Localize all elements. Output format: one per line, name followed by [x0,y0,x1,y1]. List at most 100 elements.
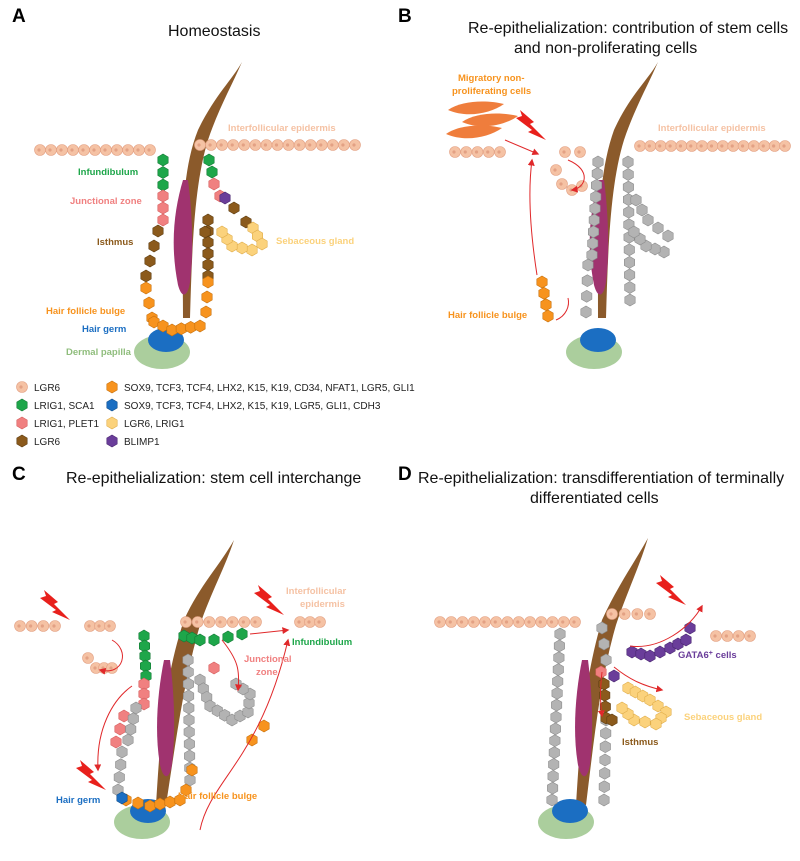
orange-cell [246,733,258,747]
grey-cell [546,793,558,807]
green-cell [157,178,169,192]
pink-cell [110,735,122,749]
cell-nucleus [48,148,52,152]
brown-cell [199,225,211,239]
grey-cell [623,256,636,269]
hair-shaft [597,62,658,318]
panel-title-line-2: and non-proliferating cells [514,40,697,57]
yellow-cell [616,701,628,715]
panel-title: Homeostasis [168,23,260,40]
grey-cell [590,178,603,192]
cell-nucleus [230,620,234,624]
cell-nucleus [92,148,96,152]
orange-cell [180,783,192,797]
cell-nucleus [263,143,268,147]
grey-cell [122,733,134,747]
cell-nucleus [559,182,563,186]
wound-lightning-icon [516,110,546,140]
grey-cell [183,713,195,727]
green-cell [16,398,28,412]
cell-nucleus [761,144,765,148]
panel-c: C Re-epithelialization: stem cell interc… [12,464,361,839]
label-infundibulum: Infundibulum [78,167,138,178]
grey-cell [125,722,137,736]
wound-lightning-icon [254,585,284,615]
grey-cell [552,663,564,676]
grey-cell [554,627,566,641]
sebum-duct [173,180,193,295]
cell-nucleus [109,666,113,670]
cell-nucleus [678,144,683,148]
cell-nucleus [29,624,33,628]
grey-cell [623,205,635,219]
legend-item: LGR6 [16,381,61,394]
cell-nucleus [107,624,111,628]
cell-nucleus [538,620,542,624]
cell-nucleus [740,144,745,148]
legend-item: SOX9, TCF3, TCF4, LHX2, K15, K19, LGR5, … [106,398,381,412]
grey-cell [596,621,608,635]
panel-letter: B [398,6,412,27]
cell-nucleus [577,150,581,154]
purple-cell [654,645,666,659]
legend-item: LRIG1, PLET1 [16,416,99,430]
yellow-cell [639,715,651,729]
label-interfollicular-epidermis: Interfollicular epidermis [658,123,766,134]
legend-item: LGR6 [16,434,61,448]
cell-nucleus [87,624,91,628]
cell-nucleus [297,620,301,624]
grey-cell [588,213,600,227]
cell-nucleus [307,620,311,624]
brown-cell [144,254,156,268]
cell-nucleus [724,634,728,638]
grey-cell [547,781,559,795]
orange-cell [144,799,156,813]
grey-cell [580,305,592,319]
cell-nucleus [516,620,520,624]
orange-cell [164,795,176,809]
grey-cell [183,737,195,751]
cell-nucleus [782,144,786,148]
yellow-cell [650,717,662,731]
grey-cell [622,180,634,194]
label-infundibulum: Infundibulum [292,637,352,648]
grey-cell [182,653,194,667]
legend-label: BLIMP1 [124,437,160,448]
cell-nucleus [699,144,703,148]
blue-cell-icon [106,398,118,412]
label-sebaceous-gland: Sebaceous gland [684,712,762,723]
grey-cell [590,190,602,204]
cell-nucleus [647,612,651,616]
cell-nucleus [195,620,199,624]
purple-cell [680,633,692,647]
cell-nucleus [103,148,107,152]
cell-nucleus [136,148,140,152]
grey-cell [182,665,194,679]
pink-cell [208,177,220,191]
label-migratory-line-2: proliferating cells [452,86,531,97]
cell-nucleus [486,150,490,154]
grey-cell [243,696,255,710]
orange-cell [132,796,144,810]
yellow-cell [256,237,268,251]
cell-nucleus [493,620,497,624]
label-hair-germ: Hair germ [56,795,100,806]
green-cell [236,627,248,641]
cell-nucleus [19,385,23,389]
cell-nucleus [622,612,626,616]
grey-cell [547,769,559,783]
grey-cell [182,677,194,691]
green-cell [203,153,215,167]
arrow [221,639,243,692]
legend-label: SOX9, TCF3, TCF4, LHX2, K15, K19, CD34, … [124,383,415,394]
cell-group [14,616,326,813]
green-cell [194,633,206,647]
cell-nucleus [218,620,222,624]
orange-cell-icon [106,380,118,394]
grey-cell [548,758,560,771]
label-junctional-line-2: zone [256,667,278,678]
orange-cell [200,305,212,319]
grey-cell [587,237,599,250]
cell-nucleus [208,143,212,147]
green-cell [208,633,220,647]
